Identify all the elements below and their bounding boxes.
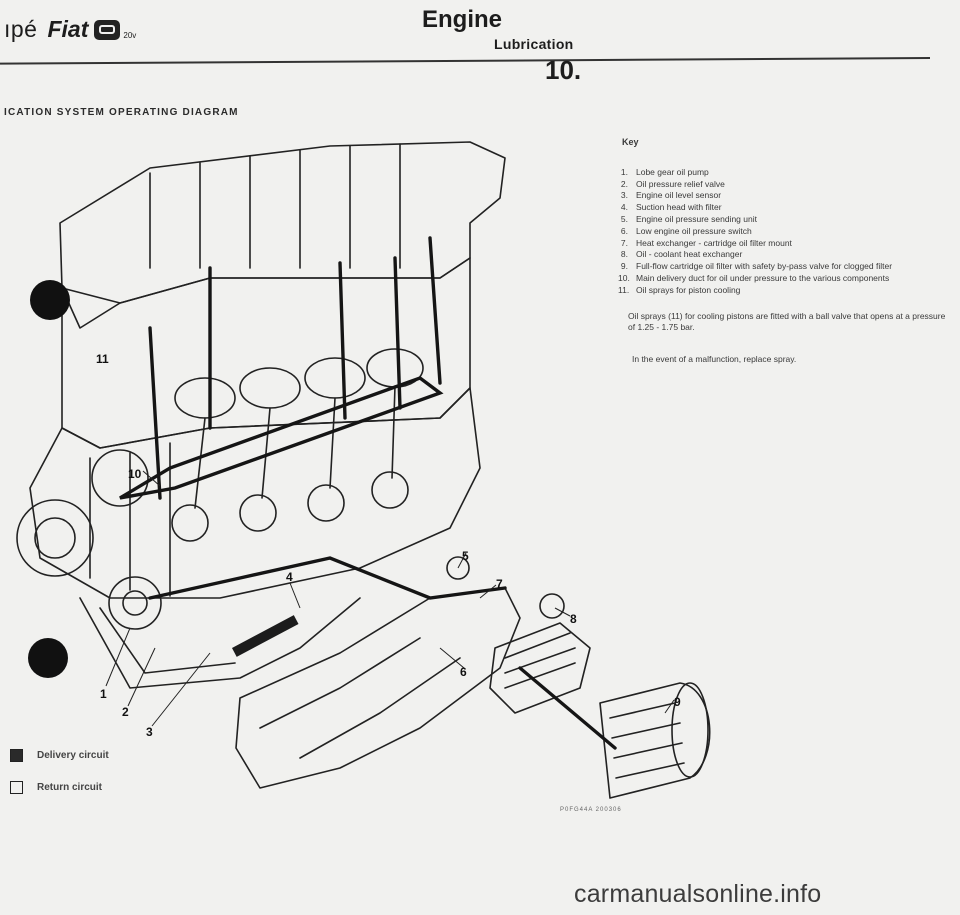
crank-throw-1 — [171, 504, 209, 542]
key-item: 6.Low engine oil pressure switch — [620, 225, 752, 236]
watermark: carmanualsonline.info — [574, 880, 822, 908]
section-number: 10. — [545, 55, 582, 85]
header-divider — [0, 57, 931, 65]
fiat-coupe-badge-icon — [94, 19, 121, 40]
diagram-reference-code: P0FG44A 200306 — [560, 807, 622, 813]
legend-row-return: Return circuit — [10, 778, 109, 796]
diagram-title: ICATION SYSTEM OPERATING DIAGRAM — [4, 107, 239, 118]
callout-1: 1 — [100, 687, 107, 701]
brand-name: Fiat — [47, 16, 89, 42]
callout-5: 5 — [462, 549, 469, 563]
return-swatch-icon — [10, 780, 23, 794]
page-subtitle: Lubrication — [494, 36, 574, 52]
oil-pressure-sender — [446, 556, 470, 580]
cam-cover-ribs — [149, 143, 401, 269]
brand-badge-suffix: 20v — [123, 31, 137, 40]
callout-11: 11 — [96, 352, 109, 366]
key-item: 4.Suction head with filter — [620, 202, 722, 213]
key-item: 8.Oil - coolant heat exchanger — [620, 249, 743, 260]
engine-lubrication-diagram: 1 2 3 4 5 6 7 8 9 10 11 — [16, 141, 711, 799]
piston-3 — [304, 357, 366, 399]
legend-delivery-label: Delivery circuit — [37, 749, 109, 761]
callout-3: 3 — [146, 725, 153, 739]
circuit-legend: Delivery circuit Return circuit — [10, 746, 109, 810]
connecting-rods — [194, 385, 396, 509]
legend-row-delivery: Delivery circuit — [10, 746, 109, 764]
crank-throw-2 — [239, 494, 277, 532]
oil-sump — [79, 597, 361, 689]
binder-hole-top — [30, 280, 70, 320]
crank-throw-4 — [371, 471, 409, 509]
key-item: 9.Full-flow cartridge oil filter with sa… — [620, 261, 893, 272]
key-note-malfunction: In the event of a malfunction, replace s… — [632, 354, 797, 365]
crank-throw-3 — [307, 484, 345, 522]
oil-riser-left — [148, 326, 162, 500]
diagram-key: Key 1.Lobe gear oil pump 2.Oil pressure … — [618, 137, 952, 366]
delivery-to-filter — [148, 556, 507, 600]
delivery-duct-fill — [231, 615, 299, 657]
delivery-swatch-icon — [10, 748, 23, 762]
cartridge-oil-filter — [599, 682, 711, 799]
key-item: 5.Engine oil pressure sending unit — [620, 213, 757, 224]
piston-2 — [239, 367, 301, 409]
heat-exchanger-cap — [539, 593, 565, 619]
key-item: 11.Oil sprays for piston cooling — [618, 284, 741, 295]
oil-pump — [108, 576, 162, 630]
key-item: 2.Oil pressure relief valve — [620, 178, 725, 189]
main-delivery-duct — [119, 376, 444, 500]
brand-header: ıpé Fiat 20v — [4, 16, 136, 43]
page-title: Engine — [422, 6, 503, 33]
callout-4: 4 — [286, 570, 293, 584]
filter-mount-casting — [235, 587, 521, 789]
key-item: 7.Heat exchanger - cartridge oil filter … — [620, 237, 792, 248]
delivery-filter-line — [518, 666, 617, 750]
oil-coolant-heat-exchanger — [489, 622, 591, 714]
crank-pulley — [16, 499, 94, 577]
engine-block — [29, 387, 481, 599]
callout-9: 9 — [674, 695, 681, 709]
key-item: 10.Main delivery duct for oil under pres… — [618, 272, 890, 283]
key-item: 3.Engine oil level sensor — [620, 190, 722, 201]
binder-hole-bottom — [28, 638, 68, 678]
callout-6: 6 — [460, 665, 467, 679]
aux-pulley — [91, 449, 149, 507]
legend-return-label: Return circuit — [37, 781, 103, 793]
cam-cover-outline — [59, 141, 506, 329]
callout-10: 10 — [128, 467, 142, 481]
callout-7: 7 — [496, 577, 503, 591]
callout-8: 8 — [570, 612, 577, 626]
key-item: 1.Lobe gear oil pump — [620, 166, 709, 177]
key-title: Key — [622, 137, 639, 147]
callout-2: 2 — [122, 705, 129, 719]
piston-1 — [174, 377, 236, 419]
brand-prefix: ıpé — [4, 16, 38, 42]
oil-riser-right — [428, 236, 442, 385]
key-list: 1.Lobe gear oil pump 2.Oil pressure reli… — [618, 166, 952, 297]
key-note-oil-sprays: Oil sprays (11) for cooling pistons are … — [628, 310, 946, 333]
